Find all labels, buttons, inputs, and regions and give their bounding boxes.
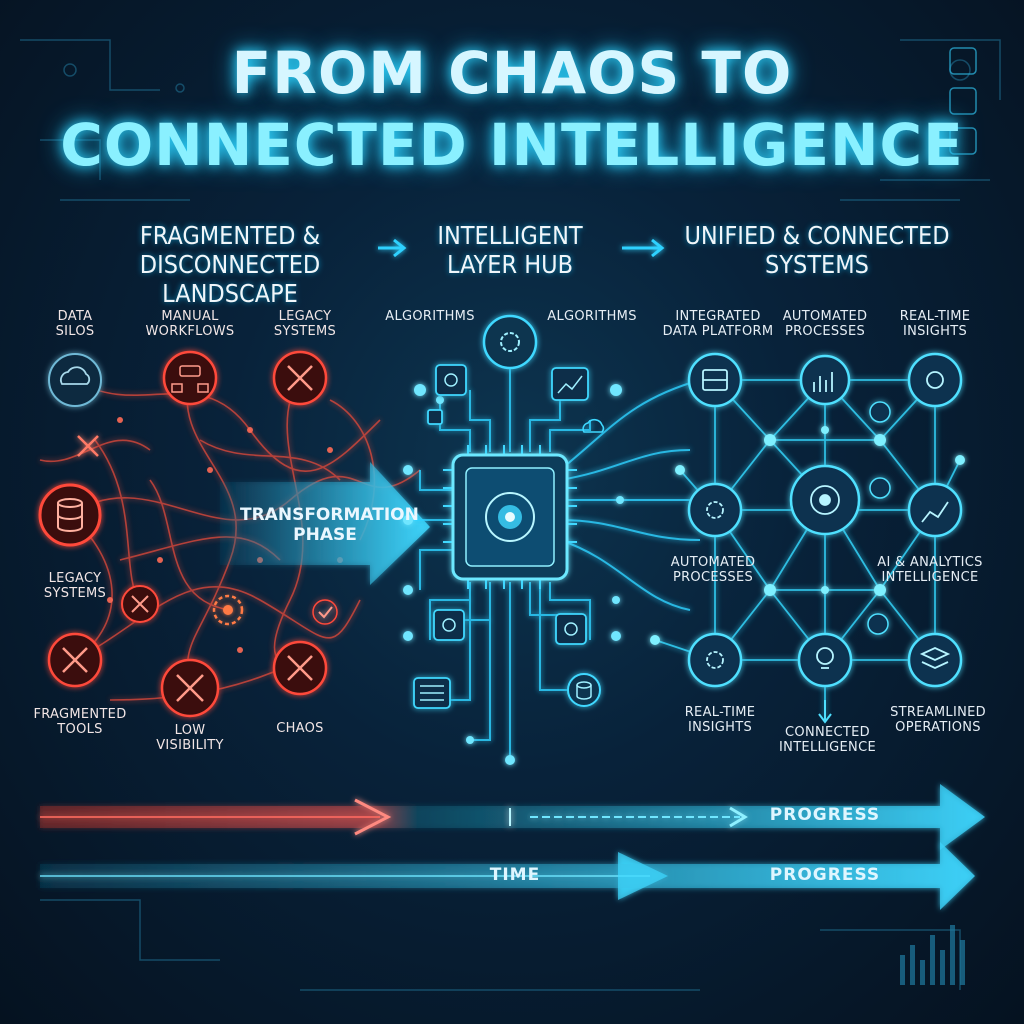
legacy-systems-mid-node [121,585,159,623]
data-silos-database-node [38,483,102,547]
label-realtime-top: REAL-TIME INSIGHTS [899,309,971,339]
header-arrows [378,238,665,258]
label-realtime-bottom: REAL-TIME INSIGHTS [684,705,756,735]
transformation-arrow [220,462,430,585]
label-algorithms-right: ALGORITHMS [547,309,637,324]
central-chip [443,445,577,589]
right-node-glyphs [702,369,951,669]
label-manual-workflows: MANUAL WORKFLOWS [145,309,235,339]
label-connected-intelligence: CONNECTED INTELLIGENCE [779,725,876,755]
time-bar-bottom [40,842,975,910]
label-legacy-mid: LEGACY SYSTEMS [43,571,107,601]
circuit-decoration [20,39,1001,991]
label-chaos: CHAOS [276,721,324,736]
header-unified: UNIFIED & CONNECTED SYSTEMS [684,221,950,279]
label-automated-top: AUTOMATED PROCESSES [782,309,868,339]
manual-workflows-node [162,350,218,406]
label-automated-mid: AUTOMATED PROCESSES [670,555,756,585]
hub-icon-glyphs [420,373,583,701]
gear-node [212,594,244,626]
label-ai-analytics: AI & ANALYTICS INTELLIGENCE [877,555,983,585]
unified-dots [650,426,965,645]
right-nodes [687,352,963,688]
label-integrated-data-platform: INTEGRATED DATA PLATFORM [662,309,774,339]
header-fragmented: FRAGMENTED & DISCONNECTED LANDSCAPE [139,221,321,308]
side-panel-icons [949,47,977,155]
chaos-node [272,640,328,696]
low-visibility-node [160,658,220,718]
page-title-line1: FROM CHAOS TO [231,39,793,107]
label-progress-bottom: PROGRESS [769,865,881,885]
equalizer-decoration [900,925,965,985]
label-streamlined-operations: STREAMLINED OPERATIONS [890,705,986,735]
label-progress-top: PROGRESS [769,805,881,825]
database-small-node [567,673,601,707]
cloud-small-icon [582,418,605,433]
tools-icon-small [77,435,99,457]
transformation-phase-label: TRANSFORMATION PHASE [240,505,419,545]
header-hub: INTELLIGENT LAYER HUB [437,221,583,279]
label-algorithms-left: ALGORITHMS [385,309,475,324]
label-legacy-top: LEGACY SYSTEMS [273,309,337,339]
connected-arrow [818,700,832,724]
progress-bar-top [40,784,985,850]
hub-traces [410,360,701,760]
fragmented-tools-node [47,632,103,688]
label-data-silos: DATA SILOS [55,309,95,339]
label-time: TIME [489,865,541,885]
label-low-visibility: LOW VISIBILITY [156,723,224,753]
data-silos-node [48,353,102,407]
algorithms-node [482,314,538,370]
label-fragmented-tools: FRAGMENTED TOOLS [33,707,127,737]
legacy-systems-top-node [272,350,328,406]
hub-dots [403,384,624,765]
check-node [312,599,338,625]
page-title-line2: CONNECTED INTELLIGENCE [60,111,964,179]
